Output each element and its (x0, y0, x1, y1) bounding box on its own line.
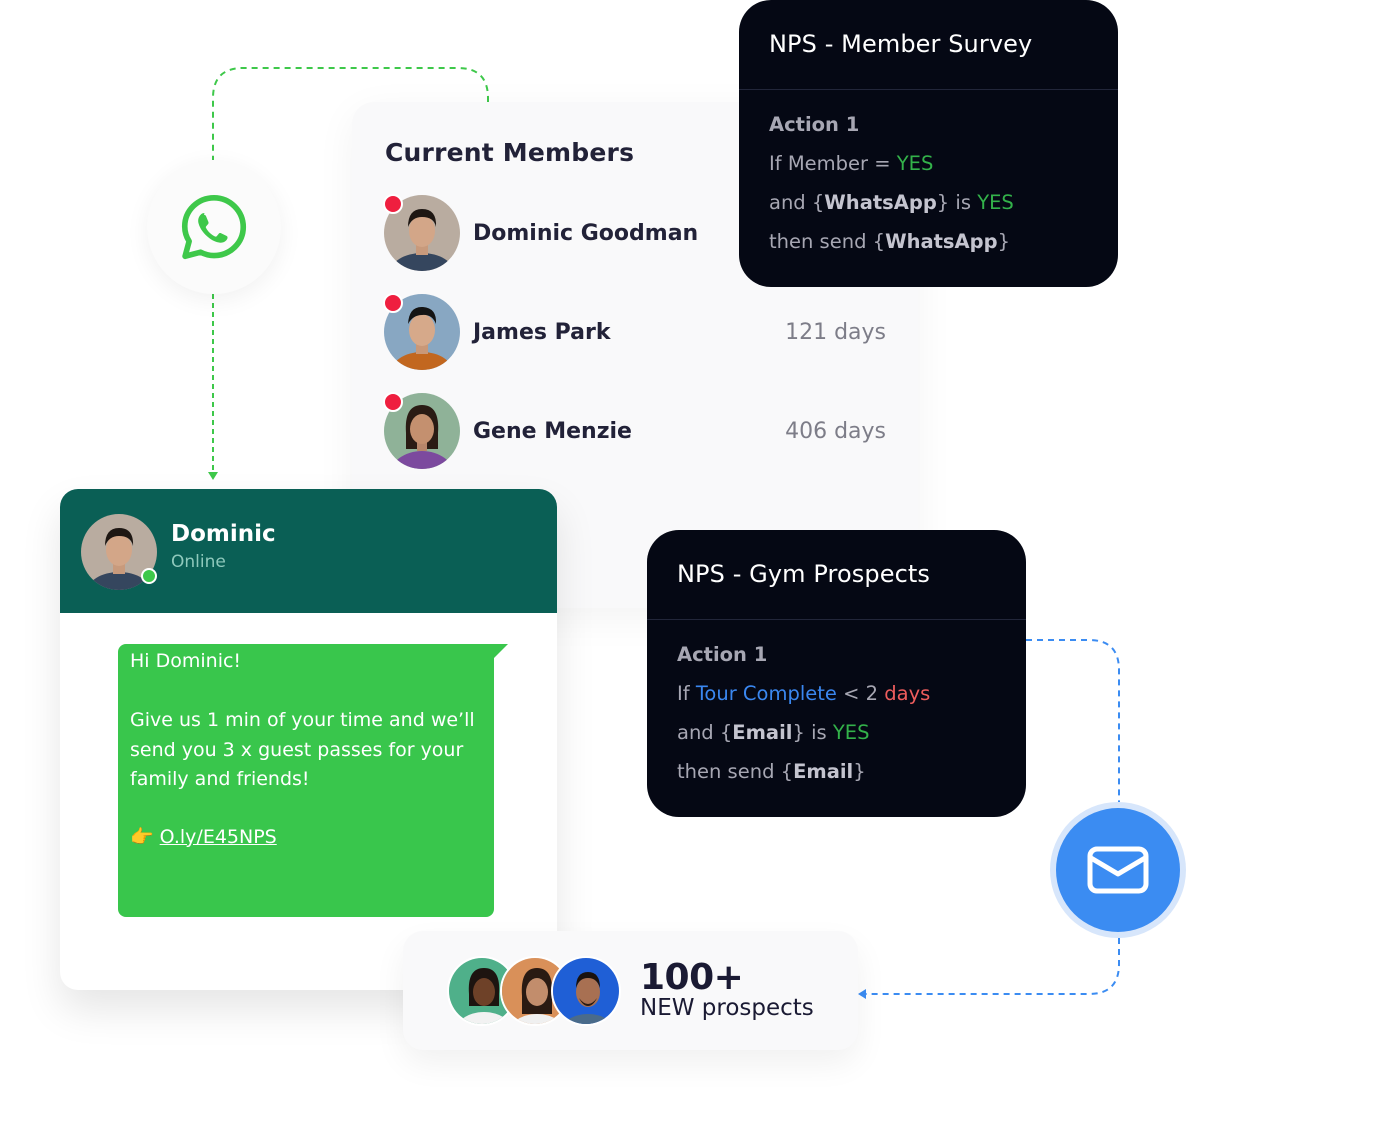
condition-line-2: and {Email} is YES (677, 721, 869, 744)
member-name: Dominic Goodman (473, 220, 699, 246)
prospects-label: NEW prospects (640, 995, 814, 1021)
action-line: then send {WhatsApp} (769, 230, 1010, 253)
action-text: } (853, 760, 866, 783)
message-link-row: 👉 O.ly/E45NPS (130, 825, 277, 849)
whatsapp-node[interactable] (147, 160, 281, 294)
avatar (383, 293, 460, 370)
member-name: Gene Menzie (473, 418, 632, 444)
action-text: then send { (677, 760, 794, 783)
chat-contact-status: Online (171, 552, 226, 572)
email-to-prospects-connector (866, 938, 1120, 995)
unread-indicator (383, 194, 403, 214)
action-label: Action 1 (769, 113, 860, 136)
avatar (383, 392, 460, 469)
arrow-down-icon (208, 472, 218, 480)
condition-text: If Member = (769, 152, 897, 175)
whatsapp-chat-card: Dominic Online Hi Dominic! Give us 1 min… (60, 489, 557, 990)
email-node[interactable] (1050, 802, 1186, 938)
member-row-james-park[interactable]: James Park 121 days (383, 293, 886, 371)
avatar (81, 514, 157, 590)
divider (739, 89, 1118, 90)
member-row-dominic-goodman[interactable]: Dominic Goodman (383, 194, 886, 272)
unread-indicator (383, 392, 403, 412)
condition-line-1: If Tour Complete < 2 days (677, 682, 930, 705)
member-days: 121 days (785, 319, 886, 345)
member-days: 406 days (785, 418, 886, 444)
nps-member-survey-card[interactable]: NPS - Member Survey Action 1 If Member =… (739, 0, 1118, 287)
avatar (551, 956, 621, 1026)
channel-field: WhatsApp (824, 191, 937, 214)
divider (647, 619, 1026, 620)
arrow-left-icon (858, 989, 866, 999)
condition-text: } is (936, 191, 978, 214)
nps-card-title: NPS - Gym Prospects (677, 560, 930, 588)
condition-line-2: and {WhatsApp} is YES (769, 191, 1014, 214)
chat-header: Dominic Online (60, 489, 557, 613)
survey-link[interactable]: O.ly/E45NPS (159, 825, 277, 848)
condition-value: YES (977, 191, 1014, 214)
condition-text: and { (677, 721, 733, 744)
chat-contact-name: Dominic (171, 521, 276, 547)
condition-field: Tour Complete (695, 682, 837, 705)
new-prospects-card: 100+ NEW prospects (403, 931, 858, 1050)
condition-line-1: If Member = YES (769, 152, 933, 175)
nps-card-title: NPS - Member Survey (769, 30, 1033, 58)
avatar (383, 194, 460, 271)
message-greeting: Hi Dominic! (130, 650, 242, 672)
condition-operator: < 2 (836, 682, 885, 705)
action-label: Action 1 (677, 643, 768, 666)
condition-value: YES (896, 152, 934, 175)
message-body: Give us 1 min of your time and we’ll sen… (130, 709, 475, 790)
condition-unit: days (884, 682, 931, 705)
action-text: then send { (769, 230, 886, 253)
condition-text: and { (769, 191, 825, 214)
action-text: } (997, 230, 1010, 253)
channel-field: Email (732, 721, 793, 744)
prospects-count: 100+ (640, 957, 744, 998)
member-row-gene-menzie[interactable]: Gene Menzie 406 days (383, 392, 886, 470)
condition-value: YES (832, 721, 870, 744)
nps-gym-prospects-card[interactable]: NPS - Gym Prospects Action 1 If Tour Com… (647, 530, 1026, 817)
email-connector (1026, 639, 1120, 802)
action-line: then send {Email} (677, 760, 866, 783)
online-indicator (141, 568, 157, 584)
member-name: James Park (473, 319, 611, 345)
whatsapp-icon (181, 194, 247, 260)
envelope-icon (1087, 846, 1149, 894)
members-title: Current Members (385, 138, 635, 167)
condition-text: } is (792, 721, 833, 744)
unread-indicator (383, 293, 403, 313)
pointing-hand-icon: 👉 (130, 826, 154, 848)
message-bubble: Hi Dominic! Give us 1 min of your time a… (118, 644, 508, 917)
channel-field: Email (793, 760, 854, 783)
condition-text: If (677, 682, 696, 705)
bubble-tail (494, 644, 508, 658)
channel-field: WhatsApp (885, 230, 998, 253)
